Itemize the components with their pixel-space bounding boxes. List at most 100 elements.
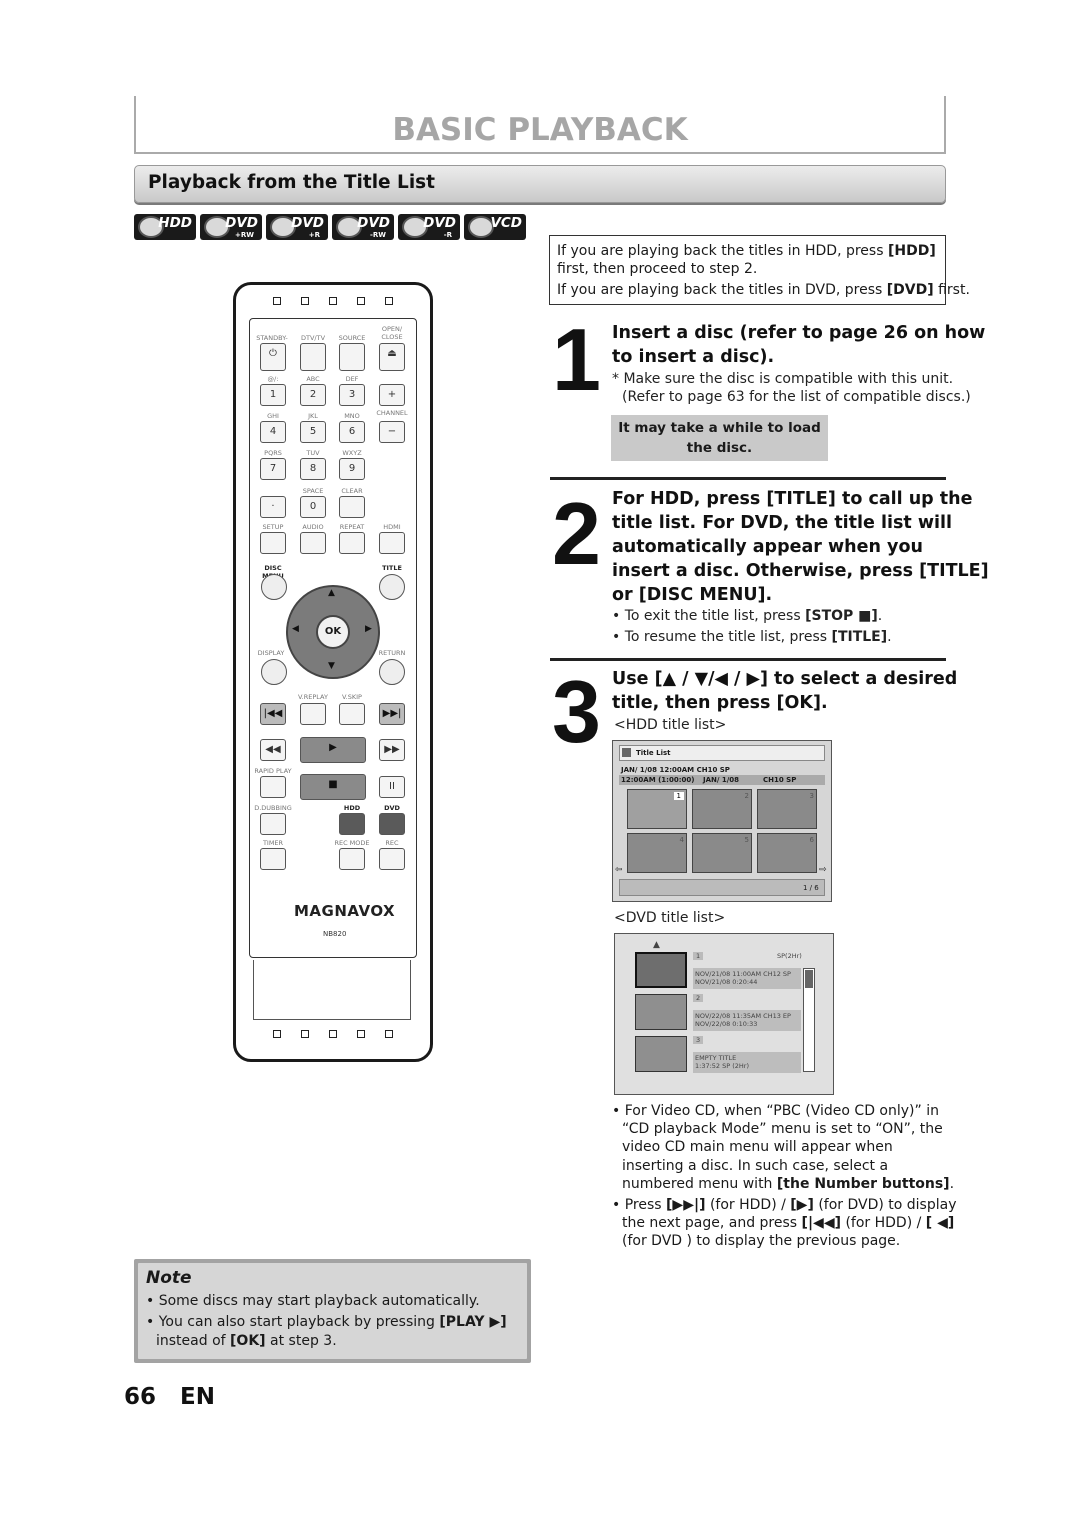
- setup-button[interactable]: [260, 532, 286, 554]
- skip-forward-button[interactable]: ▶▶|: [379, 703, 405, 725]
- step-3-divider: [550, 658, 946, 661]
- dvd-title-list-screen: ▲ 1 SP(2Hr) NOV/21/08 11:00AM CH12 SP NO…: [614, 933, 834, 1095]
- digit-5-button[interactable]: 5: [300, 421, 326, 443]
- repeat-button[interactable]: [339, 532, 365, 554]
- display-button[interactable]: [261, 659, 287, 685]
- hdd-thumbnail[interactable]: 2: [692, 789, 752, 829]
- pause-button[interactable]: II: [379, 776, 405, 798]
- return-button[interactable]: [379, 659, 405, 685]
- timer-button[interactable]: [260, 848, 286, 870]
- remote-indicator: [273, 297, 281, 305]
- hdd-thumbnail[interactable]: 4: [627, 833, 687, 873]
- dvd-thumbnail[interactable]: [635, 994, 687, 1030]
- dvd-item-line-2: NOV/21/08 0:20:44: [695, 978, 758, 986]
- standby-button[interactable]: ⏻: [260, 343, 286, 371]
- ok-button[interactable]: OK: [316, 615, 350, 649]
- rec-mode-button[interactable]: [339, 848, 365, 870]
- scrollbar[interactable]: [803, 968, 815, 1072]
- badge-dvd-minus-r: DVD-R: [398, 214, 460, 240]
- hdd-info-row-2-channel: CH10 SP: [763, 776, 797, 784]
- step-1-note-line-2: (Refer to page 63 for the list of compat…: [622, 389, 971, 405]
- label-space: SPACE: [302, 487, 324, 495]
- dvd-item-bar[interactable]: [693, 968, 801, 989]
- badge-vcd: VCD: [464, 214, 526, 240]
- play-button[interactable]: ▶: [300, 737, 366, 763]
- remote-indicator: [301, 1030, 309, 1038]
- hdd-info-row-2-date: JAN/ 1/08: [703, 776, 740, 784]
- title-button[interactable]: [379, 574, 405, 600]
- hdd-button[interactable]: [339, 813, 365, 835]
- clear-button[interactable]: [339, 496, 365, 518]
- prev-page-arrow-icon[interactable]: ⇦: [615, 865, 623, 875]
- vcd-bullet: • For Video CD, when “PBC (Video CD only…: [612, 1103, 955, 1192]
- down-arrow-button[interactable]: ▼: [328, 661, 335, 671]
- digit-4-button[interactable]: 4: [260, 421, 286, 443]
- page-bar: [619, 879, 825, 896]
- dot-button[interactable]: ·: [260, 496, 286, 518]
- digit-6-button[interactable]: 6: [339, 421, 365, 443]
- hdmi-button[interactable]: [379, 532, 405, 554]
- rewind-button[interactable]: ◀◀: [260, 739, 286, 761]
- dvd-item-line-1: NOV/22/08 11:35AM CH13 EP: [695, 1012, 791, 1020]
- hdd-thumbnail[interactable]: 1: [627, 789, 687, 829]
- stop-button[interactable]: ■: [300, 774, 366, 800]
- remote-indicator: [329, 1030, 337, 1038]
- hdd-thumbnail[interactable]: 3: [757, 789, 817, 829]
- label-clear: CLEAR: [341, 487, 363, 495]
- hdd-thumbnail[interactable]: 5: [692, 833, 752, 873]
- dvd-item-bar[interactable]: [693, 1010, 801, 1031]
- rapid-play-button[interactable]: [260, 776, 286, 798]
- dvd-item-number: 1: [693, 952, 704, 960]
- dvd-item-bar[interactable]: [693, 1052, 801, 1073]
- channel-up-button[interactable]: +: [379, 384, 405, 406]
- right-arrow-button[interactable]: ▶: [365, 624, 372, 634]
- scroll-up-arrow-icon[interactable]: ▲: [653, 940, 660, 950]
- page-nav-bullet: • Press [▶▶|] (for HDD) / [▶] (for DVD) …: [612, 1197, 957, 1250]
- vreplay-button[interactable]: [300, 703, 326, 725]
- step-1-note-line-1: * Make sure the disc is compatible with …: [612, 371, 954, 387]
- page-number: 66 EN: [124, 1384, 216, 1410]
- dvd-thumbnail[interactable]: [635, 1036, 687, 1072]
- channel-down-button[interactable]: −: [379, 421, 405, 443]
- source-button[interactable]: [339, 343, 365, 371]
- remote-indicator: [357, 297, 365, 305]
- dpad: [286, 585, 380, 679]
- scrollbar-thumb[interactable]: [805, 970, 813, 988]
- step-2-bullet-2: • To resume the title list, press [TITLE…: [612, 629, 892, 645]
- dvd-thumbnail[interactable]: [635, 952, 687, 988]
- vskip-button[interactable]: [339, 703, 365, 725]
- next-page-arrow-icon[interactable]: ⇨: [819, 865, 827, 875]
- up-arrow-button[interactable]: ▲: [328, 588, 335, 598]
- badge-dvd-minus-rw: DVD-RW: [332, 214, 394, 240]
- dvd-item-line-1: NOV/21/08 11:00AM CH12 SP: [695, 970, 791, 978]
- audio-button[interactable]: [300, 532, 326, 554]
- dvd-item-number: 3: [693, 1036, 704, 1044]
- rec-button[interactable]: [379, 848, 405, 870]
- disc-icon: [204, 216, 230, 238]
- dtvtv-button[interactable]: [300, 343, 326, 371]
- dvd-button[interactable]: [379, 813, 405, 835]
- hdd-title-list-screen: Title List JAN/ 1/08 12:00AM CH10 SP 12:…: [612, 740, 832, 902]
- disc-badges: HDD DVD+RW DVD+R DVD-RW DVD-R VCD: [134, 214, 526, 240]
- digit-2-button[interactable]: 2: [300, 384, 326, 406]
- digit-8-button[interactable]: 8: [300, 458, 326, 480]
- digit-1-button[interactable]: 1: [260, 384, 286, 406]
- digit-7-button[interactable]: 7: [260, 458, 286, 480]
- label-pqrs: PQRS: [264, 449, 282, 457]
- badge-hdd: HDD: [134, 214, 196, 240]
- left-arrow-button[interactable]: ◀: [292, 624, 299, 634]
- d-dubbing-button[interactable]: [260, 813, 286, 835]
- label-d-dubbing: D.DUBBING: [254, 804, 292, 812]
- fast-forward-button[interactable]: ▶▶: [379, 739, 405, 761]
- disc-icon: [270, 216, 296, 238]
- hdd-thumbnail[interactable]: 6: [757, 833, 817, 873]
- skip-back-button[interactable]: |◀◀: [260, 703, 286, 725]
- info-line-1: If you are playing back the titles in HD…: [557, 243, 936, 259]
- remote-indicator: [385, 297, 393, 305]
- digit-3-button[interactable]: 3: [339, 384, 365, 406]
- open-close-button[interactable]: ⏏: [379, 343, 405, 371]
- disc-menu-button[interactable]: [261, 574, 287, 600]
- step-2-heading-line-5: or [DISC MENU].: [612, 585, 773, 605]
- digit-9-button[interactable]: 9: [339, 458, 365, 480]
- digit-0-button[interactable]: 0: [300, 496, 326, 518]
